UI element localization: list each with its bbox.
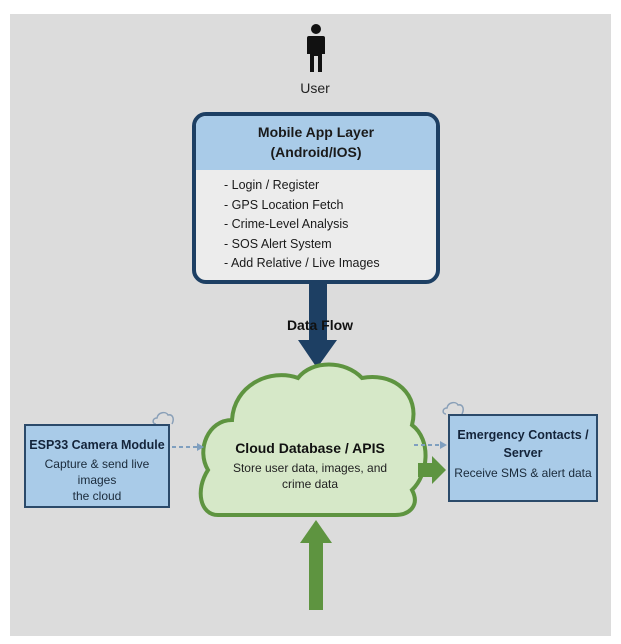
small-cloud-icon <box>442 401 464 415</box>
mobile-app-title: Mobile App Layer <box>257 124 375 140</box>
data-flow-arrow <box>298 284 337 368</box>
camera-module-desc-line2: the cloud <box>72 489 122 503</box>
emergency-title-line1: Emergency Contacts / <box>457 428 589 442</box>
cloud-title: Cloud Database / APIS <box>235 440 385 456</box>
cloud-database-text: Cloud Database / APIS Store user data, i… <box>220 440 400 492</box>
emergency-desc: Receive SMS & alert data <box>454 466 592 480</box>
mobile-app-layer-box: Mobile App Layer (Android/IOS) - Login /… <box>192 112 440 284</box>
data-flow-label: Data Flow <box>286 317 354 333</box>
cloud-to-emergency-arrow <box>418 456 446 484</box>
user-label: User <box>300 80 330 96</box>
feature-item: - Login / Register <box>224 178 320 192</box>
cloud-shape <box>198 362 428 517</box>
small-cloud-icon <box>152 411 174 425</box>
camera-module-title: ESP33 Camera Module <box>29 438 165 452</box>
mobile-app-header: Mobile App Layer (Android/IOS) <box>196 116 436 170</box>
feature-item: - Add Relative / Live Images <box>224 256 380 270</box>
feature-item: - Crime-Level Analysis <box>224 217 349 231</box>
emergency-title-line2: Server <box>503 446 543 460</box>
emergency-contacts-box: Emergency Contacts / Server Receive SMS … <box>448 414 598 502</box>
cloud-desc-line2: crime data <box>281 477 339 491</box>
camera-module-desc-line1: Capture & send live images <box>44 457 150 487</box>
upward-input-arrow <box>300 520 332 610</box>
camera-module-box: ESP33 Camera Module Capture & send live … <box>24 424 170 508</box>
feature-item: - SOS Alert System <box>224 236 332 251</box>
cloud-to-emergency-dashed-arrow <box>414 441 447 449</box>
mobile-app-subtitle: (Android/IOS) <box>270 144 362 160</box>
cloud-desc-line1: Store user data, images, and <box>232 461 388 475</box>
camera-to-cloud-arrow <box>172 443 204 451</box>
feature-item: - GPS Location Fetch <box>224 197 344 212</box>
person-icon <box>307 24 325 72</box>
mobile-app-feature-list: - Login / Register - GPS Location Fetch … <box>196 170 436 274</box>
